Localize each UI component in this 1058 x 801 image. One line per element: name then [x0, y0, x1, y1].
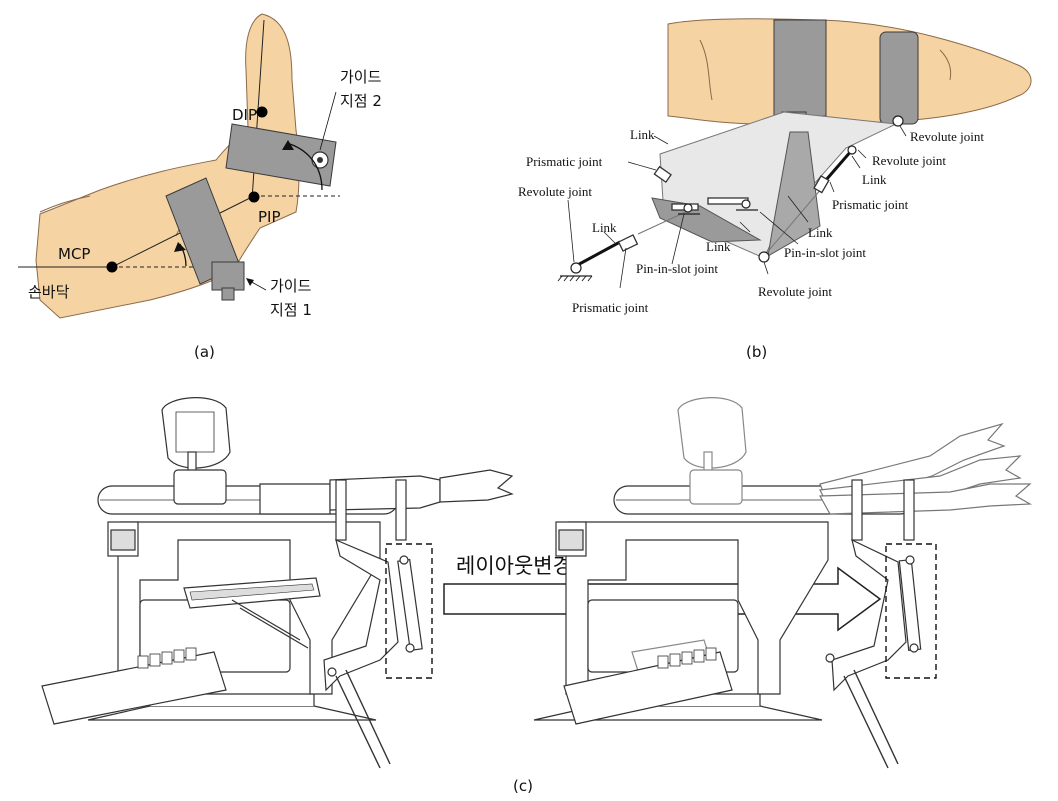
panel-c: 레이아웃변경	[41, 397, 1033, 795]
dip-label: DIP	[232, 106, 257, 124]
side-block-window	[110, 529, 136, 551]
caption-a: (a)	[194, 343, 215, 361]
link-bar	[231, 599, 301, 641]
revolute-joint-label: Revolute joint	[872, 153, 946, 168]
panel-b: Link Prismatic joint Revolute joint Link…	[518, 18, 1032, 361]
guide-point-2-label: 지점 2	[340, 92, 382, 110]
slider-teeth	[657, 647, 717, 669]
prismatic-joint-label: Prismatic joint	[526, 154, 603, 169]
finger-strap-proximal	[773, 19, 827, 117]
guide-point-2-label: 가이드	[340, 68, 382, 86]
finger-link	[397, 558, 423, 652]
panel-a: DIP PIP MCP 손바닥 가이드 지점 2 가이드 지점 1 (a)	[18, 13, 382, 361]
finger-strap-distal	[879, 31, 919, 125]
post	[335, 479, 347, 541]
link-label: Link	[592, 220, 617, 235]
revolute-joint-icon	[741, 199, 751, 209]
guide-band-distal	[225, 123, 337, 187]
mcp-label: MCP	[58, 245, 90, 263]
arrowhead-icon	[246, 278, 254, 286]
leader-line	[319, 91, 337, 151]
revolute-joint-icon	[905, 555, 915, 565]
hand-segment	[259, 483, 331, 515]
arrowhead-icon	[282, 140, 294, 150]
guide-slider-tip	[221, 287, 235, 301]
prismatic-joint-icon	[617, 234, 639, 252]
post	[903, 479, 915, 541]
revolute-joint-icon	[758, 251, 770, 263]
caption-b: (b)	[746, 343, 767, 361]
guide-slider-1	[211, 261, 245, 291]
prismatic-joint-icon	[653, 165, 672, 184]
skin-crease	[699, 39, 713, 101]
dip-joint	[256, 106, 268, 118]
revolute-joint-icon	[399, 555, 409, 565]
revolute-joint-icon	[892, 115, 904, 127]
skin-crease	[39, 195, 91, 213]
highlight-box-before	[385, 543, 433, 679]
side-block-window	[558, 529, 584, 551]
link-label: Link	[706, 239, 731, 254]
right-linkage	[831, 538, 907, 692]
prismatic-joint-label: Prismatic joint	[572, 300, 649, 315]
revolute-joint-label: Revolute joint	[910, 129, 984, 144]
prismatic-joint-icon	[813, 175, 830, 194]
guide-point-1-label: 지점 1	[270, 301, 312, 319]
caption-c: (c)	[513, 777, 533, 795]
link-label: Link	[808, 225, 833, 240]
layout-change-label: 레이아웃변경	[456, 554, 572, 578]
revolute-joint-icon	[405, 643, 415, 653]
angle-arc	[289, 143, 323, 191]
pin-in-slot-label: Pin-in-slot joint	[636, 261, 718, 276]
palm-label: 손바닥	[28, 283, 70, 301]
revolute-joint-icon	[909, 643, 919, 653]
revolute-joint-label: Revolute joint	[518, 184, 592, 199]
highlight-box-after	[885, 543, 937, 679]
post	[851, 479, 863, 541]
right-linkage	[323, 538, 399, 692]
revolute-joint-icon	[570, 262, 582, 274]
finger-shape	[667, 18, 1032, 125]
layout-change-arrow	[443, 566, 882, 632]
pip-joint	[248, 191, 260, 203]
slider-teeth	[137, 647, 197, 669]
revolute-joint-icon	[825, 653, 835, 663]
link-label: Link	[630, 127, 655, 142]
leader-lines	[567, 125, 907, 289]
finger-overlay	[818, 422, 1033, 515]
revolute-joint-label: Revolute joint	[758, 284, 832, 299]
pip-label: PIP	[258, 208, 281, 226]
post	[395, 479, 407, 541]
link-label: Link	[862, 172, 887, 187]
device-after	[533, 397, 1033, 769]
link-rod	[571, 240, 621, 270]
prismatic-joint-label: Prismatic joint	[832, 197, 909, 212]
arrowhead-icon	[174, 242, 186, 252]
link-rod	[824, 149, 854, 181]
device-before	[41, 397, 514, 769]
wrist-mount	[173, 469, 227, 505]
wrist-mount	[689, 469, 743, 505]
mcp-joint	[106, 261, 118, 273]
guide-point-1-label: 가이드	[270, 277, 312, 295]
skin-crease	[939, 49, 952, 81]
link-rod	[763, 187, 823, 257]
wrist-cuff	[677, 397, 747, 469]
pivot-center-icon	[317, 157, 323, 163]
revolute-joint-icon	[327, 667, 337, 677]
pin-in-slot-label: Pin-in-slot joint	[784, 245, 866, 260]
revolute-joint-icon	[847, 145, 857, 155]
revolute-joint-icon	[683, 203, 693, 213]
finger-tip	[439, 469, 514, 503]
ground-hatch-icon	[557, 275, 593, 282]
